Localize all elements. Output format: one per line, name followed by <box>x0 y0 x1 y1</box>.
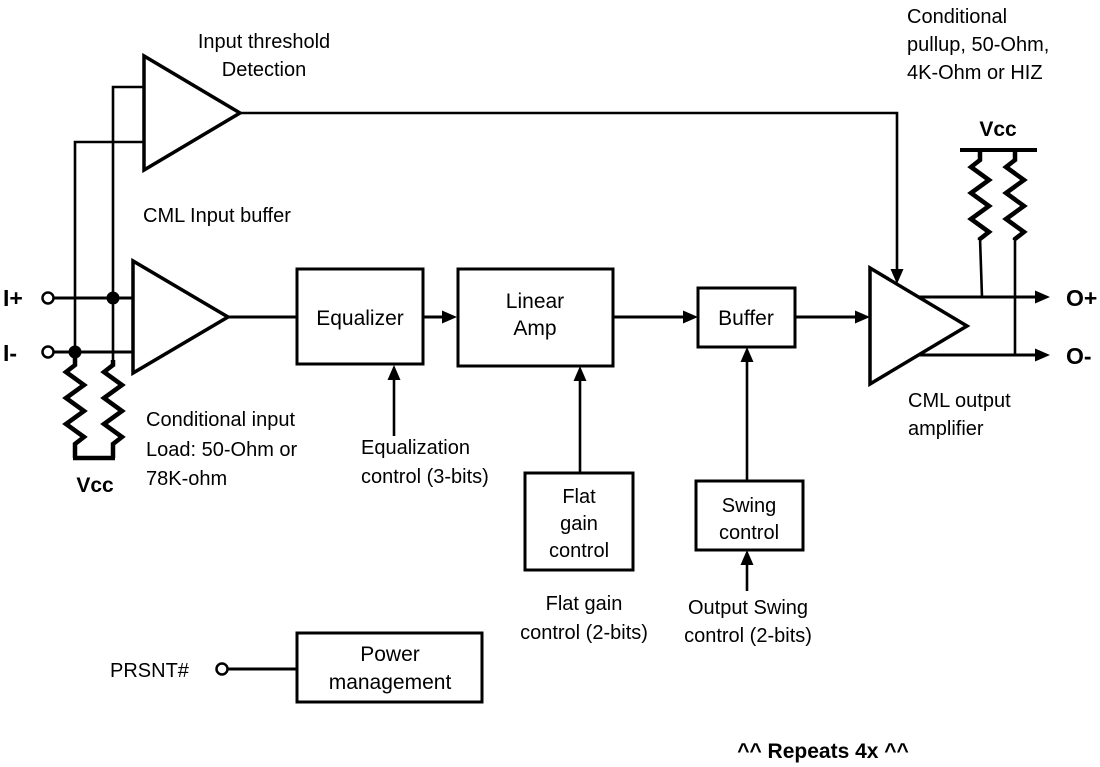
vcc-pullup-label: Vcc <box>979 118 1017 141</box>
flat-gain-annotation-line2: control (2-bits) <box>520 622 648 644</box>
conditional-input-load-line3: 78K-ohm <box>146 468 227 490</box>
swing-control-box <box>694 479 805 552</box>
buffer-label: Buffer <box>718 307 774 330</box>
wire-iminus-to-threshold <box>73 140 144 352</box>
equalizer-label: Equalizer <box>316 307 404 330</box>
resistor-input-i-plus <box>100 360 126 458</box>
cml-input-buffer-triangle <box>131 257 232 377</box>
arrowhead-output-swing-input <box>740 550 754 565</box>
arrowhead-swing-control <box>740 347 754 362</box>
arrowhead-o-plus <box>1035 290 1050 304</box>
cml-output-amp-label-line1: CML output <box>908 390 1011 412</box>
arrowhead-threshold-control <box>890 269 904 284</box>
arrowhead-equalization-control <box>387 365 401 380</box>
i-plus-label: I+ <box>3 285 23 311</box>
repeats-note: ^^ Repeats 4x ^^ <box>737 740 909 763</box>
equalization-control-label-line1: Equalization <box>361 437 470 459</box>
equalization-control-label-line2: control (3-bits) <box>361 466 489 488</box>
resistor-pullup-o-minus <box>1002 151 1028 241</box>
arrowhead-flat-gain-control <box>573 366 587 381</box>
cml-output-amp-label-line2: amplifier <box>908 418 984 440</box>
conditional-input-load-line2: Load: 50-Ohm or <box>146 439 298 461</box>
arrowhead-buffer-input <box>683 310 698 324</box>
input-threshold-label-line1: Input threshold <box>198 31 330 53</box>
terminal-i-minus <box>41 345 55 359</box>
conditional-pullup-label-line1: Conditional <box>907 6 1007 28</box>
linear-amp-box <box>456 267 615 368</box>
arrowhead-output-amp-input <box>855 310 870 324</box>
resistor-input-i-minus <box>62 352 88 458</box>
flat-gain-box-label-line3: control <box>549 540 609 562</box>
flat-gain-control-box <box>523 471 635 572</box>
arrowhead-linear-amp-input <box>442 310 457 324</box>
equalizer-box <box>295 267 425 366</box>
flat-gain-annotation-line1: Flat gain <box>546 593 623 615</box>
wire-iplus-to-threshold <box>111 85 144 360</box>
output-swing-annotation-line2: control (2-bits) <box>684 625 812 647</box>
input-threshold-label-line2: Detection <box>222 59 307 81</box>
conditional-input-load-line1: Conditional input <box>146 409 295 431</box>
output-swing-annotation-line1: Output Swing <box>688 597 808 619</box>
linear-amp-label-line1: Linear <box>506 290 564 313</box>
cml-input-buffer-label: CML Input buffer <box>143 205 291 227</box>
swing-box-label-line1: Swing <box>722 495 776 517</box>
vcc-input-load-label: Vcc <box>76 474 114 497</box>
prsnt-label: PRSNT# <box>110 660 190 682</box>
flat-gain-box-label-line2: gain <box>560 513 598 535</box>
i-minus-label: I- <box>3 340 17 366</box>
power-management-label-line1: Power <box>360 643 420 666</box>
power-management-label-line2: management <box>329 671 452 694</box>
flat-gain-box-label-line1: Flat <box>562 486 596 508</box>
wire-pullup-to-o-plus <box>978 237 984 298</box>
junction-dot-i-plus <box>106 291 120 305</box>
terminal-i-plus <box>41 291 55 305</box>
arrowhead-o-minus <box>1035 348 1050 362</box>
cml-output-amplifier-triangle <box>868 264 971 388</box>
power-management-box <box>295 631 484 704</box>
terminal-prsnt <box>215 662 229 676</box>
swing-box-label-line2: control <box>719 522 779 544</box>
input-threshold-comparator-triangle <box>142 52 244 174</box>
wire-threshold-to-output-stage <box>240 111 899 270</box>
conditional-pullup-label-line2: pullup, 50-Ohm, <box>907 34 1049 56</box>
conditional-pullup-label-line3: 4K-Ohm or HIZ <box>907 62 1043 84</box>
linear-amp-label-line2: Amp <box>513 317 556 340</box>
o-plus-label: O+ <box>1066 285 1097 311</box>
o-minus-label: O- <box>1066 343 1092 369</box>
resistor-pullup-o-plus <box>967 151 993 241</box>
